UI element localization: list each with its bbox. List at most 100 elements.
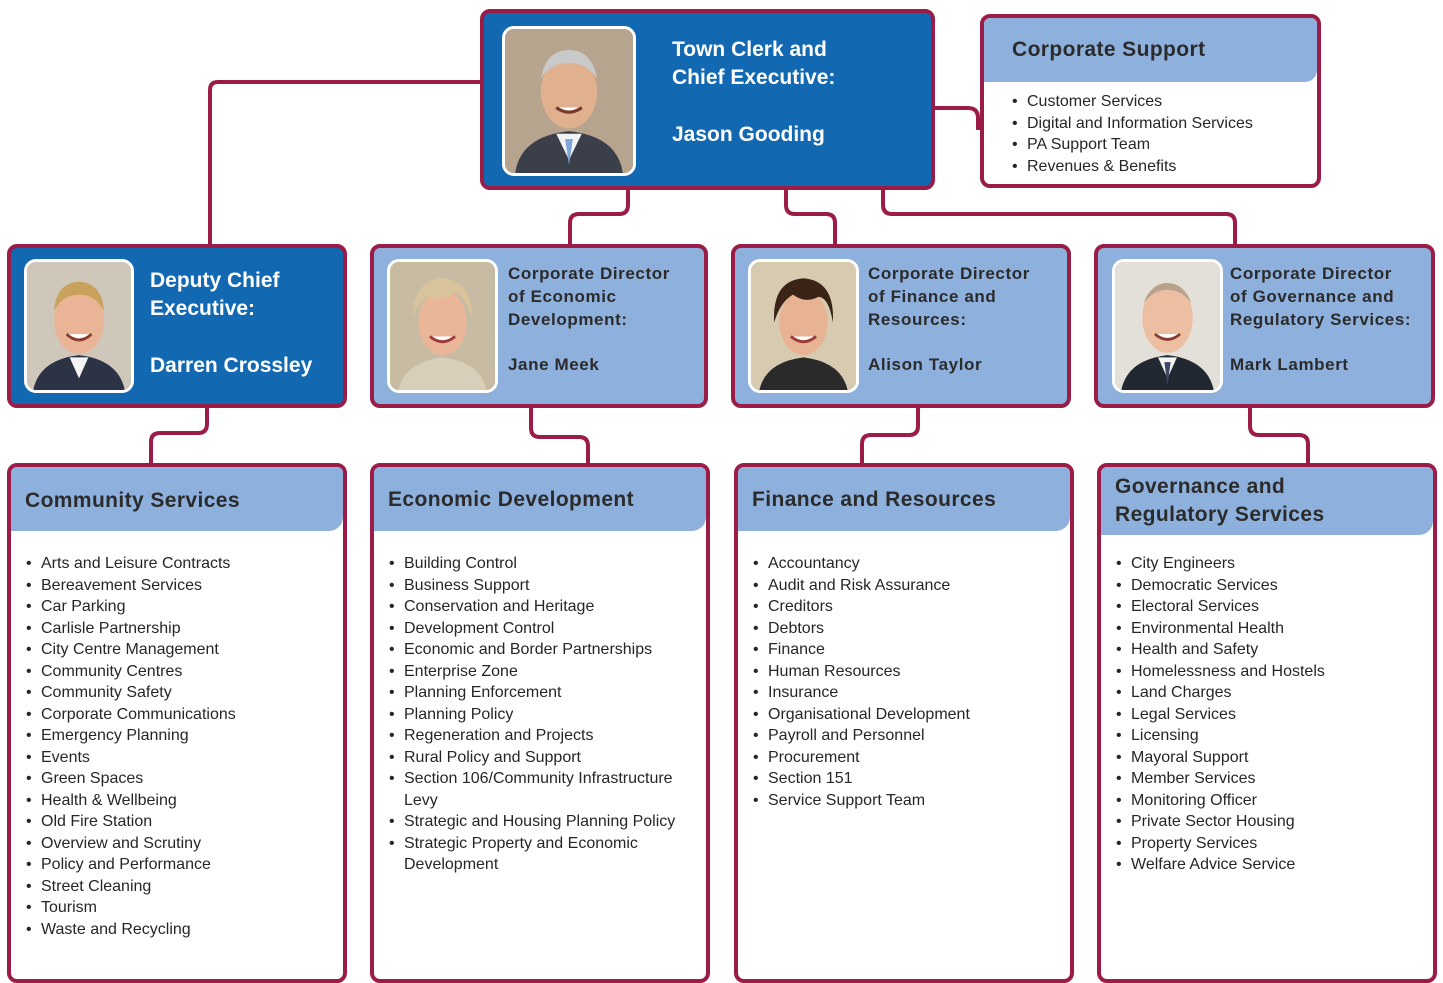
- director-box-finance-resources: Corporate Director of Finance and Resour…: [731, 244, 1071, 408]
- list-item: Bereavement Services: [25, 575, 236, 597]
- director-box-governance-regulatory: Corporate Director of Governance and Reg…: [1094, 244, 1435, 408]
- chief-executive-box: Town Clerk and Chief Executive: Jason Go…: [480, 9, 935, 190]
- list-item: Business Support: [388, 575, 694, 597]
- corporate-support-list: Customer Services Digital and Informatio…: [1011, 91, 1253, 177]
- department-box-finance-resources: Finance and Resources Accountancy Audit …: [734, 463, 1074, 983]
- connector-deputy-to-community: [149, 405, 209, 467]
- portrait-photo-jane-meek: [387, 259, 498, 393]
- director-title-line-3: Development:: [508, 310, 628, 329]
- list-item: Conservation and Heritage: [388, 596, 694, 618]
- department-service-list: City Engineers Democratic Services Elect…: [1115, 553, 1325, 876]
- chief-name: Jason Gooding: [672, 123, 825, 146]
- list-item: Private Sector Housing: [1115, 811, 1325, 833]
- list-item: Land Charges: [1115, 682, 1325, 704]
- list-item: Emergency Planning: [25, 725, 236, 747]
- list-item: Enterprise Zone: [388, 661, 694, 683]
- person-portrait-icon: [1115, 262, 1220, 390]
- department-title-line-1: Governance and: [1115, 475, 1286, 498]
- portrait-photo-mark-lambert: [1112, 259, 1223, 393]
- portrait-photo-alison-taylor: [748, 259, 859, 393]
- list-item: Economic and Border Partnerships: [388, 639, 694, 661]
- list-item: Revenues & Benefits: [1011, 156, 1253, 178]
- connector-governance-to-dept: [1248, 405, 1310, 467]
- director-name: Alison Taylor: [868, 355, 983, 374]
- list-item: Policy and Performance: [25, 854, 236, 876]
- list-item: Community Safety: [25, 682, 236, 704]
- list-item: Arts and Leisure Contracts: [25, 553, 236, 575]
- department-service-list: Building Control Business Support Conser…: [388, 553, 694, 876]
- department-title: Finance and Resources: [752, 488, 997, 511]
- list-item: Development Control: [388, 618, 694, 640]
- list-item: Waste and Recycling: [25, 919, 236, 941]
- department-title: Community Services: [25, 489, 240, 512]
- connector-chief-to-finance: [784, 188, 837, 248]
- list-item: Debtors: [752, 618, 970, 640]
- director-title-line-2: of Finance and: [868, 287, 997, 306]
- list-item: Legal Services: [1115, 704, 1325, 726]
- list-item: Insurance: [752, 682, 970, 704]
- list-item: Procurement: [752, 747, 970, 769]
- department-title: Economic Development: [388, 488, 635, 511]
- director-name: Mark Lambert: [1230, 355, 1349, 374]
- list-item: Member Services: [1115, 768, 1325, 790]
- list-item: Green Spaces: [25, 768, 236, 790]
- list-item: Strategic Property and Economic Developm…: [388, 833, 694, 876]
- department-service-list: Arts and Leisure Contracts Bereavement S…: [25, 553, 236, 940]
- list-item: Section 151: [752, 768, 970, 790]
- list-item: PA Support Team: [1011, 134, 1253, 156]
- director-title-line-2: of Economic: [508, 287, 617, 306]
- list-item: Regeneration and Projects: [388, 725, 694, 747]
- director-box-economic-development: Corporate Director of Economic Developme…: [370, 244, 708, 408]
- list-item: Community Centres: [25, 661, 236, 683]
- list-item: Old Fire Station: [25, 811, 236, 833]
- list-item: Carlisle Partnership: [25, 618, 236, 640]
- chief-title-line-1: Town Clerk and: [672, 38, 827, 61]
- director-title-line-1: Corporate Director: [508, 264, 670, 283]
- director-title-line-2: Executive:: [150, 297, 256, 320]
- department-header: Economic Development: [374, 467, 706, 531]
- department-service-list: Accountancy Audit and Risk Assurance Cre…: [752, 553, 970, 811]
- list-item: Organisational Development: [752, 704, 970, 726]
- list-item: City Centre Management: [25, 639, 236, 661]
- director-name: Jane Meek: [508, 355, 600, 374]
- connector-chief-to-corporate-support: [932, 106, 980, 130]
- department-header: Governance and Regulatory Services: [1101, 467, 1433, 535]
- person-portrait-icon: [27, 262, 131, 390]
- list-item: Tourism: [25, 897, 236, 919]
- corporate-support-title: Corporate Support: [1012, 38, 1206, 61]
- list-item: Rural Policy and Support: [388, 747, 694, 769]
- list-item: Payroll and Personnel: [752, 725, 970, 747]
- list-item: Monitoring Officer: [1115, 790, 1325, 812]
- portrait-photo-jason-gooding: [502, 26, 636, 176]
- list-item: Building Control: [388, 553, 694, 575]
- list-item: Health and Safety: [1115, 639, 1325, 661]
- department-title-line-2: Regulatory Services: [1115, 503, 1325, 526]
- list-item: Finance: [752, 639, 970, 661]
- list-item: Strategic and Housing Planning Policy: [388, 811, 694, 833]
- list-item: Car Parking: [25, 596, 236, 618]
- connector-finance-to-dept: [860, 405, 920, 467]
- corporate-support-box: Corporate Support Customer Services Digi…: [980, 14, 1321, 188]
- director-title-line-2: of Governance and: [1230, 287, 1395, 306]
- list-item: Planning Policy: [388, 704, 694, 726]
- list-item: Service Support Team: [752, 790, 970, 812]
- chief-title-line-2: Chief Executive:: [672, 66, 836, 89]
- connector-chief-to-governance: [881, 188, 1237, 248]
- list-item: Audit and Risk Assurance: [752, 575, 970, 597]
- list-item: Street Cleaning: [25, 876, 236, 898]
- list-item: Human Resources: [752, 661, 970, 683]
- department-box-governance-regulatory: Governance and Regulatory Services City …: [1097, 463, 1437, 983]
- director-name: Darren Crossley: [150, 354, 313, 377]
- list-item: Customer Services: [1011, 91, 1253, 113]
- list-item: Events: [25, 747, 236, 769]
- corporate-support-header: Corporate Support: [984, 18, 1317, 82]
- department-header: Finance and Resources: [738, 467, 1070, 531]
- department-box-community-services: Community Services Arts and Leisure Cont…: [7, 463, 347, 983]
- list-item: Environmental Health: [1115, 618, 1325, 640]
- list-item: Electoral Services: [1115, 596, 1325, 618]
- person-portrait-icon: [505, 29, 633, 173]
- list-item: City Engineers: [1115, 553, 1325, 575]
- director-title-line-1: Corporate Director: [1230, 264, 1392, 283]
- list-item: Creditors: [752, 596, 970, 618]
